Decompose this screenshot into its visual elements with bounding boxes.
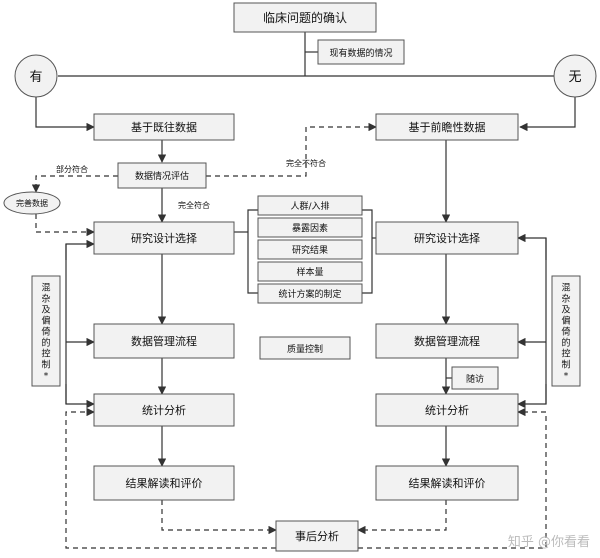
node-quality-control: 质量控制 (259, 336, 351, 360)
svg-text:有: 有 (29, 70, 42, 85)
svg-text:基于前瞻性数据: 基于前瞻性数据 (409, 120, 486, 134)
svg-text:随访: 随访 (466, 373, 484, 385)
node-prospective: 基于前瞻性数据 (375, 113, 519, 141)
node-clinical-question: 临床问题的确认 (233, 2, 377, 33)
node-mgmt-right: 数据管理流程 (375, 323, 519, 359)
svg-text:数据情况评估: 数据情况评估 (135, 170, 189, 182)
item-outcome: 研究结果 (257, 239, 363, 260)
edge-conf-right-stats (517, 384, 547, 409)
svg-text:质量控制: 质量控制 (287, 343, 323, 355)
svg-text:研究结果: 研究结果 (292, 244, 328, 256)
node-followup: 随访 (451, 366, 499, 390)
node-complete-data: 完善数据 (3, 191, 61, 215)
svg-text:基于既往数据: 基于既往数据 (131, 120, 197, 134)
node-data-evaluation: 数据情况评估 (117, 162, 207, 189)
edge-interp-right-to-posthoc (357, 500, 447, 535)
svg-text:数据管理流程: 数据管理流程 (131, 334, 197, 348)
item-exposure: 暴露因素 (257, 217, 363, 238)
node-retrospective: 基于既往数据 (93, 113, 235, 141)
svg-text:数据管理流程: 数据管理流程 (414, 334, 480, 348)
node-stats-right: 统计分析 (375, 393, 519, 427)
svg-text:统计分析: 统计分析 (142, 403, 186, 417)
svg-text:完善数据: 完善数据 (16, 198, 48, 208)
node-design-right: 研究设计选择 (375, 221, 519, 255)
node-no: 无 (553, 54, 597, 98)
edge-conf-left-design (65, 239, 95, 260)
svg-text:人群/入排: 人群/入排 (290, 200, 329, 212)
node-stats-left: 统计分析 (93, 393, 235, 427)
item-sample-size: 样本量 (257, 261, 363, 282)
edge-interp-left-to-posthoc (161, 500, 277, 535)
svg-text:混杂及偏倚的控制*: 混杂及偏倚的控制* (561, 283, 570, 382)
edge-conf-right-design (517, 233, 547, 260)
edge-label-partial: 部分符合 (56, 164, 88, 174)
node-yes: 有 (14, 54, 58, 98)
node-mgmt-left: 数据管理流程 (93, 323, 235, 359)
bracket-left-span (247, 209, 258, 294)
node-design-left: 研究设计选择 (93, 221, 235, 255)
edge-conf-left-stats (65, 384, 95, 409)
edge-yes-to-retro (35, 96, 95, 132)
edge-eval-to-prosp (206, 122, 377, 177)
svg-text:无: 无 (568, 70, 581, 85)
item-stat-plan: 统计方案的制定 (257, 283, 363, 304)
node-confounding-left: 混杂及偏倚的控制* (31, 275, 61, 387)
node-post-hoc: 事后分析 (275, 520, 359, 552)
watermark: 知乎 @你看看 (507, 535, 590, 550)
svg-text:样本量: 样本量 (296, 266, 323, 278)
node-existing-data: 现有数据的情况 (317, 39, 405, 65)
svg-text:研究设计选择: 研究设计选择 (414, 231, 480, 245)
item-population: 人群/入排 (257, 195, 363, 216)
edge-label-full: 完全符合 (178, 200, 210, 210)
svg-text:临床问题的确认: 临床问题的确认 (263, 10, 347, 25)
svg-text:混杂及偏倚的控制*: 混杂及偏倚的控制* (41, 283, 50, 382)
svg-text:结果解读和评价: 结果解读和评价 (126, 476, 203, 490)
edge-complete-to-design (35, 214, 95, 237)
svg-text:结果解读和评价: 结果解读和评价 (409, 476, 486, 490)
edge-no-to-prosp (519, 96, 576, 132)
svg-text:现有数据的情况: 现有数据的情况 (329, 47, 392, 59)
svg-text:统计方案的制定: 统计方案的制定 (278, 288, 341, 300)
bracket-right (362, 209, 373, 294)
node-confounding-right: 混杂及偏倚的控制* (551, 275, 581, 387)
edge-posthoc-to-stats-right (358, 407, 547, 549)
svg-text:研究设计选择: 研究设计选择 (131, 231, 197, 245)
node-interp-left: 结果解读和评价 (93, 465, 235, 501)
edge-posthoc-to-stats-left (65, 407, 276, 549)
edge-eval-to-complete (31, 175, 118, 193)
edge-label-none: 完全不符合 (286, 158, 326, 168)
svg-text:暴露因素: 暴露因素 (292, 222, 328, 234)
svg-text:统计分析: 统计分析 (425, 403, 469, 417)
svg-text:事后分析: 事后分析 (295, 529, 339, 543)
node-interp-right: 结果解读和评价 (375, 465, 519, 501)
